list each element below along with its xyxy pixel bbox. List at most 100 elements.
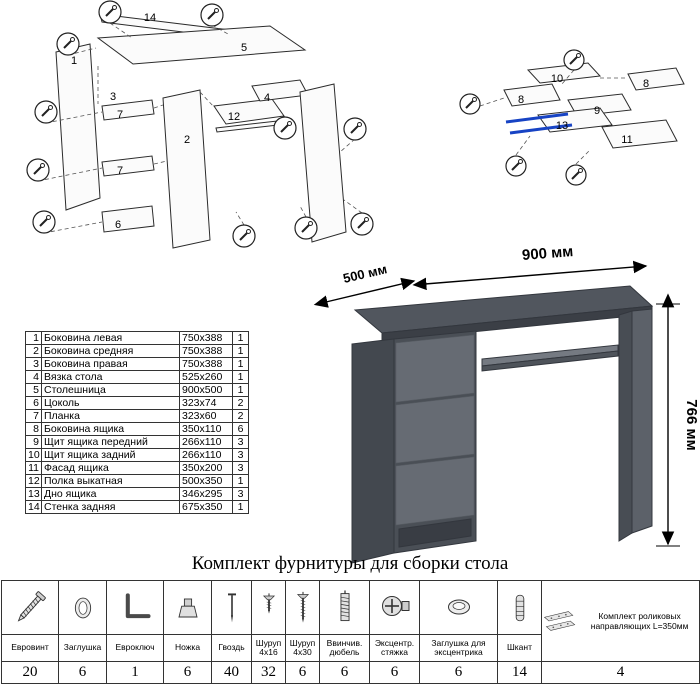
hardware-icon-cell (497, 580, 542, 635)
keyboard-tray-edge (481, 350, 619, 372)
part-qty: 6 (232, 422, 249, 436)
width-dimension: 900 мм (412, 243, 648, 291)
hardware-icon-cell (163, 580, 212, 635)
detail-callout (459, 93, 481, 115)
hardware-qty: 20 (1, 661, 59, 684)
drawer-unit-plinth (398, 518, 472, 548)
keyboard-shelf (213, 98, 285, 125)
part-name: Боковина левая (41, 331, 180, 345)
part-qty: 1 (232, 331, 249, 345)
drawer-unit-left-side (351, 338, 395, 564)
part-size: 525х260 (179, 370, 233, 384)
part-name: Планка (41, 409, 180, 423)
part-number: 12 (25, 474, 42, 488)
detail-callout (563, 49, 585, 71)
euroscrew-icon (17, 590, 46, 622)
part-number: 9 (25, 435, 42, 449)
desk-3d-view: 900 мм 500 мм 766 мм (313, 243, 700, 564)
part-name: Щит ящика передний (41, 435, 180, 449)
hardware-name: Шуруп 4х30 (285, 634, 320, 662)
part-size: 266х110 (179, 448, 233, 462)
part-name: Боковина средняя (41, 344, 180, 358)
drawer-facade (601, 119, 678, 149)
detail-callout (273, 116, 297, 140)
detail-callout (34, 100, 58, 124)
hardware-name: Гвоздь (211, 634, 252, 662)
roller-slides (505, 112, 573, 135)
detail-callouts (26, 0, 374, 248)
hardware-icon-cell (106, 580, 164, 635)
part-label-11: 11 (621, 134, 632, 146)
detail-callout (350, 212, 374, 236)
part-size: 675х350 (179, 500, 233, 514)
part-number: 2 (25, 344, 42, 358)
hardware-kit-title: Комплект фурнитуры для сборки стола (191, 553, 509, 574)
panel-side-left (55, 43, 101, 211)
detail-callout (232, 224, 256, 248)
detail-callout (505, 155, 527, 177)
cam-lock-icon (381, 595, 409, 616)
part-qty: 3 (232, 435, 249, 449)
right-leg-side (618, 310, 633, 542)
part-label-7b: 7 (117, 165, 123, 177)
exploded-view-drawer: 10 8 8 9 13 11 (459, 49, 685, 186)
hardware-name: Заглушка (58, 634, 107, 662)
part-qty: 1 (232, 500, 249, 514)
detail-callout (294, 216, 318, 240)
screw-short-icon (262, 592, 275, 614)
width-dimension-label: 900 мм (521, 243, 574, 264)
slat-plinth (101, 205, 155, 233)
part-qty: 3 (232, 461, 249, 475)
part-number: 7 (25, 409, 42, 423)
part-label-10: 10 (551, 73, 563, 85)
part-label-4: 4 (264, 92, 270, 104)
part-number: 11 (25, 461, 42, 475)
drawer-slides-icon (543, 611, 576, 631)
depth-dimension-label: 500 мм (342, 261, 389, 286)
hardware-name: Шкант (497, 634, 542, 662)
cam-cap-icon (447, 599, 470, 614)
hardware-name: Евровинт (1, 634, 59, 662)
drawer-back-panel (526, 62, 602, 84)
cap-icon (74, 597, 91, 618)
part-size: 750х388 (179, 331, 233, 345)
part-qty: 1 (232, 344, 249, 358)
part-qty: 3 (232, 487, 249, 501)
drawer-front-1 (395, 334, 475, 403)
panel-side-middle (162, 89, 211, 249)
detail-callout (565, 164, 587, 186)
part-name: Вязка стола (41, 370, 180, 384)
part-size: 750х388 (179, 357, 233, 371)
part-qty: 1 (232, 370, 249, 384)
part-size: 266х110 (179, 435, 233, 449)
part-name: Боковина правая (41, 357, 180, 371)
part-qty: 1 (232, 383, 249, 397)
hardware-icon-cell (251, 580, 286, 635)
part-name: Фасад ящика (41, 461, 180, 475)
part-name: Боковина ящика (41, 422, 180, 436)
part-name: Щит ящика задний (41, 448, 180, 462)
hardware-icon-cell (211, 580, 252, 635)
wood-dowel-icon (515, 594, 524, 621)
slat-planka-top (101, 99, 155, 121)
height-dimension: 766 мм (656, 293, 700, 547)
detail-callout (26, 158, 50, 182)
hardware-icon-cell (58, 580, 107, 635)
part-name: Полка выкатная (41, 474, 180, 488)
leader-lines (479, 69, 628, 165)
drawer-front-3 (395, 456, 475, 526)
detail-callouts (459, 49, 587, 186)
part-label-1: 1 (71, 55, 77, 67)
drawer-side-left (503, 83, 561, 107)
detail-callout (32, 210, 56, 234)
part-label-6: 6 (115, 219, 121, 231)
